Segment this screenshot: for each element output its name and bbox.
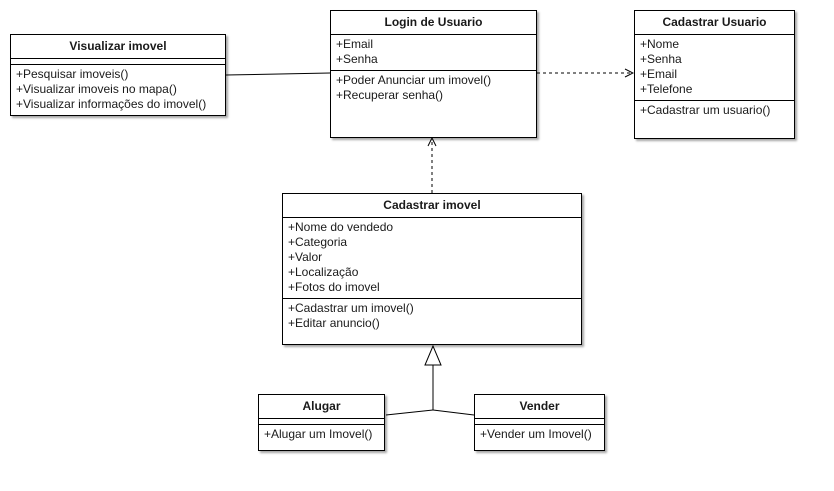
methods-section: +Alugar um Imovel()	[259, 424, 384, 445]
methods-section: +Pesquisar imoveis() +Visualizar imoveis…	[11, 64, 225, 115]
method: +Cadastrar um imovel()	[288, 301, 414, 315]
class-name: Vender	[475, 395, 604, 419]
class-cadastrar-usuario[interactable]: Cadastrar Usuario +Nome +Senha +Email +T…	[634, 10, 795, 139]
method: +Visualizar imoveis no mapa()	[16, 82, 177, 96]
attribute: +Localização	[288, 265, 359, 279]
attributes-section: +Nome +Senha +Email +Telefone	[635, 35, 794, 100]
class-alugar[interactable]: Alugar +Alugar um Imovel()	[258, 394, 385, 451]
attribute: +Senha	[640, 52, 682, 66]
method: +Recuperar senha()	[336, 88, 444, 102]
attribute: +Valor	[288, 250, 323, 264]
attribute: +Email	[336, 37, 374, 51]
attribute: +Senha	[336, 52, 378, 66]
generalization-branch-alugar	[385, 409, 434, 416]
class-cadastrar-imovel[interactable]: Cadastrar imovel +Nome do vendedo +Categ…	[282, 193, 582, 345]
class-vender[interactable]: Vender +Vender um Imovel()	[474, 394, 605, 451]
class-name: Cadastrar Usuario	[635, 11, 794, 35]
method: +Cadastrar um usuario()	[640, 103, 771, 117]
class-login-de-usuario[interactable]: Login de Usuario +Email +Senha +Poder An…	[330, 10, 537, 138]
method: +Vender um Imovel()	[480, 427, 592, 441]
method: +Alugar um Imovel()	[264, 427, 373, 441]
attribute: +Nome do vendedo	[288, 220, 394, 234]
attribute: +Email	[640, 67, 678, 81]
class-name: Cadastrar imovel	[283, 194, 581, 218]
attribute: +Nome	[640, 37, 680, 51]
method: +Poder Anunciar um imovel()	[336, 73, 492, 87]
attribute: +Telefone	[640, 82, 693, 96]
class-name: Visualizar imovel	[11, 35, 225, 59]
class-name: Login de Usuario	[331, 11, 536, 35]
generalization-triangle	[424, 344, 442, 366]
method: +Pesquisar imoveis()	[16, 67, 129, 81]
attribute: +Categoria	[288, 235, 348, 249]
methods-section: +Cadastrar um imovel() +Editar anuncio()	[283, 298, 581, 334]
class-name: Alugar	[259, 395, 384, 419]
methods-section: +Vender um Imovel()	[475, 424, 604, 445]
method: +Editar anuncio()	[288, 316, 380, 330]
association-line	[225, 72, 331, 76]
class-visualizar-imovel[interactable]: Visualizar imovel +Pesquisar imoveis() +…	[10, 34, 226, 116]
attributes-section: +Nome do vendedo +Categoria +Valor +Loca…	[283, 218, 581, 298]
methods-section: +Cadastrar um usuario()	[635, 100, 794, 121]
attribute: +Fotos do imovel	[288, 280, 380, 294]
methods-section: +Poder Anunciar um imovel() +Recuperar s…	[331, 70, 536, 106]
attributes-section: +Email +Senha	[331, 35, 536, 70]
generalization-branch-vender	[432, 409, 475, 416]
method: +Visualizar informações do imovel()	[16, 97, 207, 111]
